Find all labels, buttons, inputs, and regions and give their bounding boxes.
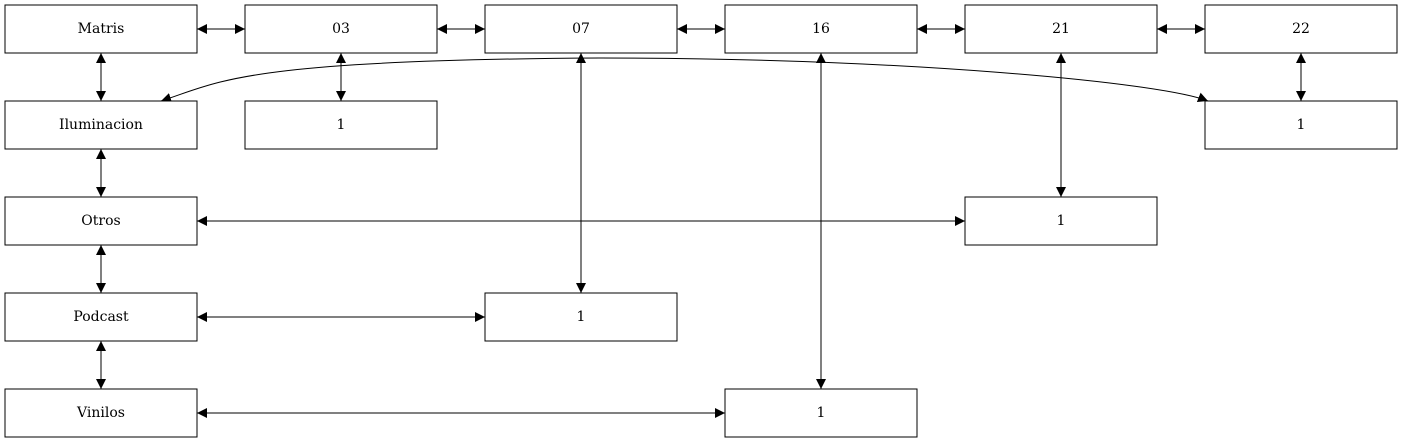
node-iluminacion[interactable]: Iluminacion bbox=[4, 100, 198, 150]
node-label: Podcast bbox=[73, 309, 129, 325]
edges-layer bbox=[96, 24, 1306, 418]
node-22[interactable]: 22 bbox=[1204, 4, 1398, 54]
node-label: Iluminacion bbox=[59, 117, 143, 133]
node-value-16[interactable]: 1 bbox=[724, 388, 918, 438]
node-label: 07 bbox=[572, 21, 590, 37]
node-vinilos[interactable]: Vinilos bbox=[4, 388, 198, 438]
node-value-21[interactable]: 1 bbox=[964, 196, 1158, 246]
node-label: 1 bbox=[577, 309, 586, 325]
node-label: 1 bbox=[817, 405, 826, 421]
node-label: Matris bbox=[78, 21, 125, 37]
node-16[interactable]: 16 bbox=[724, 4, 918, 54]
node-value-03[interactable]: 1 bbox=[244, 100, 438, 150]
node-label: 1 bbox=[337, 117, 346, 133]
node-value-07[interactable]: 1 bbox=[484, 292, 678, 342]
node-value-22[interactable]: 1 bbox=[1204, 100, 1398, 150]
node-matris[interactable]: Matris bbox=[4, 4, 198, 54]
node-otros[interactable]: Otros bbox=[4, 196, 198, 246]
node-label: 16 bbox=[812, 21, 830, 37]
node-label: 21 bbox=[1052, 21, 1070, 37]
node-label: 22 bbox=[1292, 21, 1310, 37]
edge-iluminacion-22-value bbox=[160, 57, 1209, 103]
node-21[interactable]: 21 bbox=[964, 4, 1158, 54]
nodes-layer: Matris 03 07 16 21 22 bbox=[4, 4, 1398, 438]
node-label: 1 bbox=[1297, 117, 1306, 133]
node-07[interactable]: 07 bbox=[484, 4, 678, 54]
node-podcast[interactable]: Podcast bbox=[4, 292, 198, 342]
node-label: 03 bbox=[332, 21, 350, 37]
node-label: Otros bbox=[81, 213, 120, 229]
node-label: 1 bbox=[1057, 213, 1066, 229]
node-label: Vinilos bbox=[76, 405, 125, 421]
node-03[interactable]: 03 bbox=[244, 4, 438, 54]
